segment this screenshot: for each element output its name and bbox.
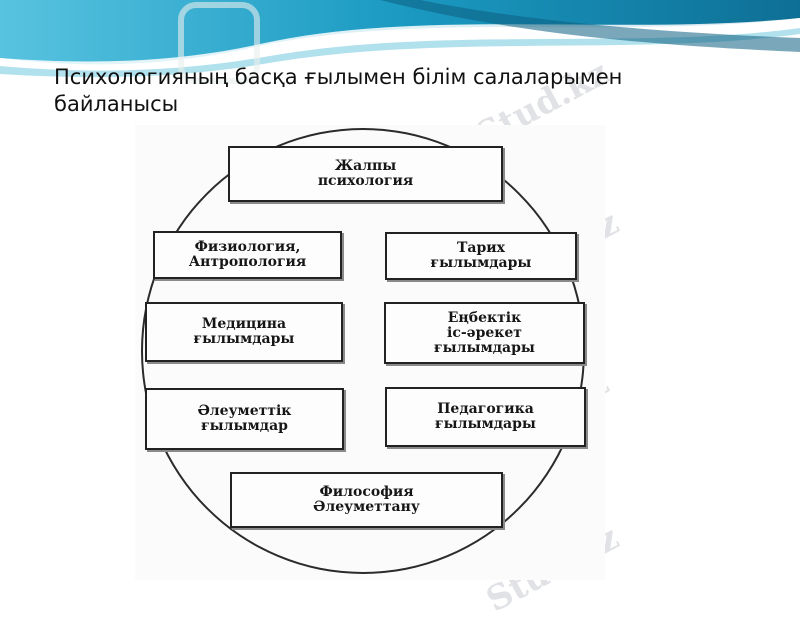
- node-label: ғылымдары: [435, 416, 536, 432]
- node-label: Философия: [319, 484, 414, 500]
- node-label: Физиология,: [194, 239, 301, 255]
- node-label: ғылымдары: [193, 331, 295, 347]
- node-labor: Еңбектік іс-әрекет ғылымдары: [384, 302, 585, 364]
- node-label: Әлеуметтану: [313, 499, 420, 515]
- node-label: Әлеуметтік: [197, 403, 292, 419]
- node-label: Жалпы: [334, 158, 397, 174]
- node-label: ғылымдары: [434, 339, 535, 356]
- node-label: Антропология: [188, 254, 307, 270]
- node-general-psychology: Жалпы психология: [228, 146, 503, 202]
- node-pedagogy: Педагогика ғылымдары: [385, 387, 586, 447]
- node-label: Педагогика: [437, 401, 534, 417]
- header-banner: [0, 0, 800, 78]
- node-label: ғылымдары: [430, 255, 532, 271]
- node-label: ғылымдар: [201, 418, 288, 434]
- node-social: Әлеуметтік ғылымдар: [145, 388, 344, 450]
- node-medicine: Медицина ғылымдары: [145, 302, 343, 362]
- node-label: психология: [317, 173, 414, 189]
- node-philosophy: Философия Әлеуметтану: [230, 472, 503, 528]
- node-label: іс-әрекет: [447, 324, 522, 341]
- node-label: Тарих: [456, 240, 505, 256]
- node-history: Тарих ғылымдары: [385, 232, 577, 280]
- watermark-logo: [178, 2, 260, 84]
- slide-title: Психологияның басқа ғылымен білім салала…: [54, 65, 623, 116]
- node-physiology: Физиология, Антропология: [153, 231, 342, 279]
- node-label: Медицина: [201, 316, 287, 332]
- node-label: Еңбектік: [447, 309, 522, 326]
